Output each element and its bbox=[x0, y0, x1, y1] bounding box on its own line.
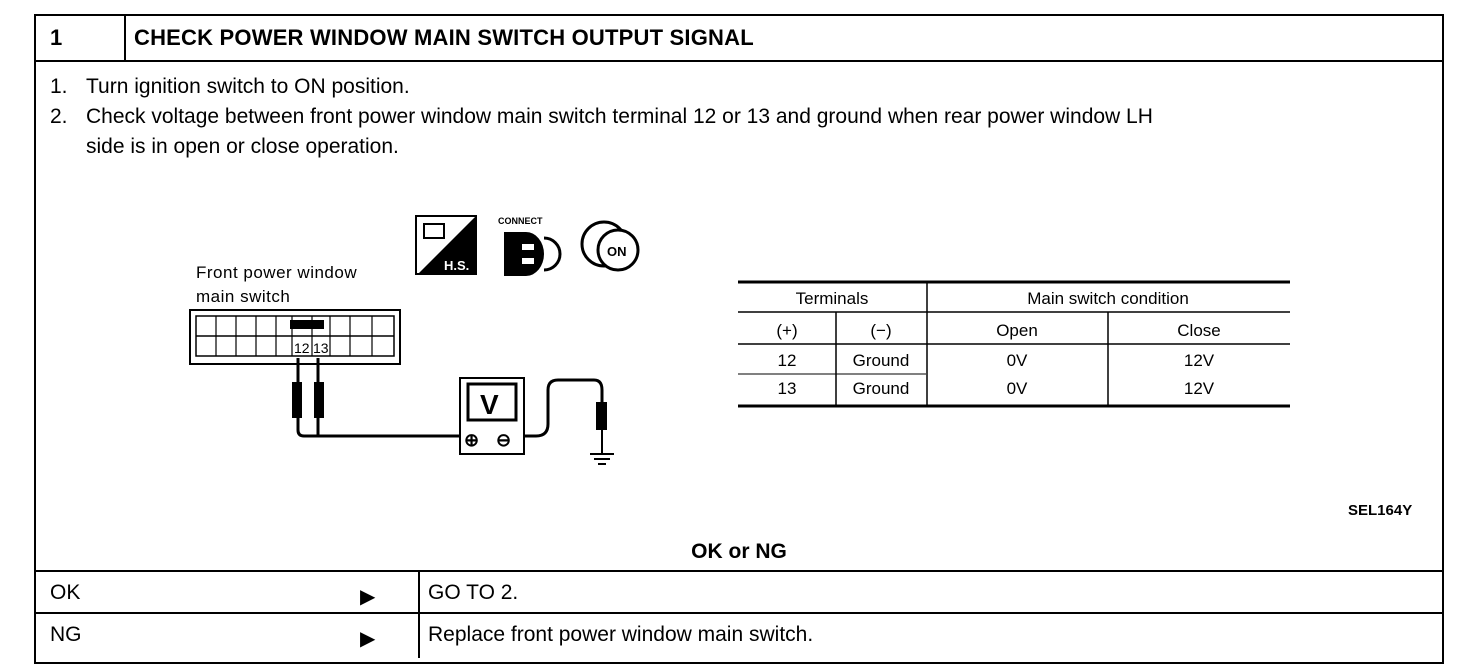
result-row-ok: OK ▶ GO TO 2. bbox=[36, 570, 1442, 616]
hs-text: H.S. bbox=[444, 258, 469, 273]
table-sub-minus: (−) bbox=[870, 321, 891, 340]
connect-text: CONNECT bbox=[498, 216, 543, 226]
table-row-1-open: 0V bbox=[1007, 351, 1028, 370]
ng-label: NG bbox=[50, 623, 82, 646]
table-header-terminals: Terminals bbox=[796, 289, 869, 308]
ok-arrow-icon: ▶ bbox=[360, 586, 376, 608]
wiring-diagram: H.S. CONNECT ON Front power window main … bbox=[189, 215, 1290, 465]
step-title: CHECK POWER WINDOW MAIN SWITCH OUTPUT SI… bbox=[134, 25, 754, 50]
ignition-key-on-icon: ON bbox=[580, 220, 640, 272]
result-row-ng: NG ▶ Replace front power window main swi… bbox=[36, 614, 1442, 658]
table-sub-plus: (+) bbox=[776, 321, 797, 340]
table-row-1-close: 12V bbox=[1184, 351, 1215, 370]
terminal-13-label: 13 bbox=[313, 340, 329, 356]
decision-question: OK or NG bbox=[691, 540, 787, 563]
figure-code: SEL164Y bbox=[1348, 502, 1413, 519]
probe-leads bbox=[292, 358, 614, 465]
ok-result: GO TO 2. bbox=[428, 581, 519, 604]
table-row-1-plus: 12 bbox=[778, 351, 797, 370]
voltmeter-letter: V bbox=[480, 389, 499, 420]
table-sub-close: Close bbox=[1177, 321, 1220, 340]
table-row-2-minus: Ground bbox=[853, 379, 910, 398]
ok-label: OK bbox=[50, 581, 81, 604]
procedure-frame: 1 CHECK POWER WINDOW MAIN SWITCH OUTPUT … bbox=[34, 14, 1444, 664]
harness-side-icon: H.S. bbox=[415, 215, 477, 275]
terminal-12-label: 12 bbox=[294, 340, 310, 356]
meter-minus-symbol: ⊖ bbox=[496, 430, 511, 450]
key-on-text: ON bbox=[607, 244, 627, 259]
table-row-2-open: 0V bbox=[1007, 379, 1028, 398]
step-number: 1 bbox=[50, 25, 63, 50]
main-switch-connector: 12 13 bbox=[189, 309, 401, 365]
table-row-2-plus: 13 bbox=[778, 379, 797, 398]
voltmeter: V ⊕ ⊖ bbox=[459, 377, 525, 455]
connector-label-line2: main switch bbox=[196, 287, 290, 306]
table-sub-open: Open bbox=[996, 321, 1038, 340]
step-header: 1 CHECK POWER WINDOW MAIN SWITCH OUTPUT … bbox=[36, 16, 1442, 62]
row-divider bbox=[418, 572, 420, 616]
connector-label-line1: Front power window bbox=[196, 263, 357, 282]
table-header-condition: Main switch condition bbox=[1027, 289, 1189, 308]
ng-result: Replace front power window main switch. bbox=[428, 623, 814, 646]
connect-icon: CONNECT bbox=[498, 216, 562, 276]
row-divider bbox=[418, 614, 420, 658]
voltage-table: Terminals Main switch condition (+) (−) … bbox=[738, 280, 1290, 408]
table-row-1-minus: Ground bbox=[853, 351, 910, 370]
table-row-2-close: 12V bbox=[1184, 379, 1215, 398]
header-divider bbox=[124, 16, 126, 60]
meter-plus-symbol: ⊕ bbox=[464, 430, 479, 450]
ng-arrow-icon: ▶ bbox=[360, 628, 376, 650]
